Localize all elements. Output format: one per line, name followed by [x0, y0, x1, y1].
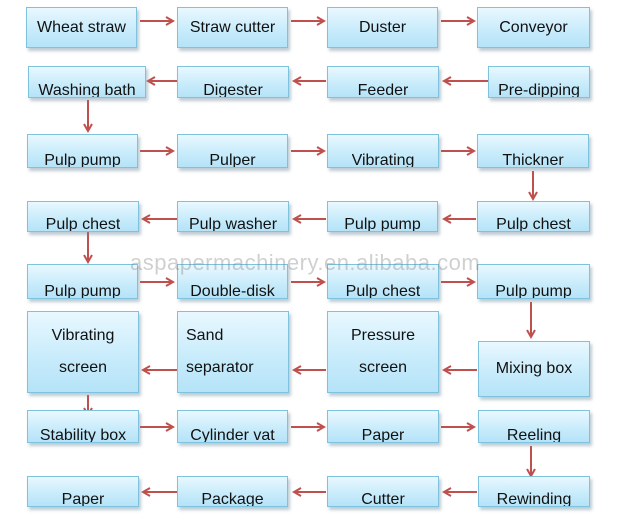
step-pulp-chest-2: Pulp chest [477, 201, 590, 232]
step-label: Mixing box [495, 360, 573, 377]
step-label: Feeder [357, 83, 409, 97]
step-pre-dipping: Pre-dipping [488, 66, 590, 98]
step-paper-1: Paper [327, 410, 439, 443]
step-label: Conveyor [499, 18, 568, 36]
step-label-line2: separator [186, 359, 254, 376]
step-conveyor: Conveyor [477, 7, 590, 48]
step-label: Digester [203, 83, 263, 97]
step-stability-box: Stability box [27, 410, 139, 443]
step-label: Pulp chest [345, 284, 421, 298]
step-wheat-straw: Wheat straw [26, 7, 137, 48]
step-label-line2: screen [58, 359, 108, 376]
step-pulp-pump-2: Pulp pump [327, 201, 438, 232]
step-label: Stability box [39, 428, 127, 442]
step-label: Pre-dipping [498, 83, 580, 97]
step-label: Thickner [502, 153, 564, 167]
step-label: Pulp pump [344, 217, 421, 231]
step-label-line1: Pressure [350, 327, 416, 344]
step-pulp-chest-1: Pulp chest [27, 201, 139, 232]
step-double-disk: Double-disk [177, 264, 288, 299]
step-pulp-pump-4: Pulp pump [477, 264, 590, 299]
step-label: Pulp pump [44, 153, 121, 167]
step-pulp-washer: Pulp washer [177, 201, 289, 232]
step-label-line1: Sand [186, 327, 224, 344]
step-sand-separator: Sand separator [177, 311, 289, 393]
step-package: Package [177, 476, 288, 507]
step-thickner: Thickner [477, 134, 589, 168]
step-label-line1: Vibrating [51, 327, 115, 344]
step-cylinder-vat: Cylinder vat [177, 410, 288, 443]
step-paper-2: Paper [27, 476, 139, 507]
step-vibrating: Vibrating [327, 134, 439, 168]
step-label: Vibrating [351, 153, 415, 167]
step-pulp-pump-3: Pulp pump [27, 264, 138, 299]
step-label: Pulp pump [44, 284, 121, 298]
step-label: Double-disk [190, 284, 275, 298]
step-mixing-box: Mixing box [478, 341, 590, 397]
step-label: Cylinder vat [190, 428, 275, 442]
step-label: Wheat straw [37, 18, 126, 36]
step-pulper: Pulper [177, 134, 288, 168]
step-rewinding: Rewinding [478, 476, 590, 507]
step-digester: Digester [177, 66, 289, 98]
step-pulp-pump-1: Pulp pump [27, 134, 138, 168]
step-label: Reeling [506, 428, 562, 442]
step-label: Rewinding [496, 492, 572, 506]
step-label: Pulp washer [188, 217, 278, 231]
step-washing-bath: Washing bath [28, 66, 146, 98]
step-duster: Duster [327, 7, 438, 48]
step-label: Paper [61, 492, 105, 506]
step-straw-cutter: Straw cutter [177, 7, 288, 48]
step-label: Cutter [361, 492, 405, 506]
step-pressure-screen: Pressure screen [327, 311, 439, 393]
step-label: Pulp pump [495, 284, 572, 298]
step-label: Straw cutter [189, 18, 276, 36]
step-label: Pulp chest [496, 217, 571, 231]
step-label: Paper [361, 428, 405, 442]
step-label: Duster [358, 18, 407, 36]
step-label: Washing bath [38, 83, 136, 97]
step-label: Pulper [209, 153, 256, 167]
step-feeder: Feeder [327, 66, 439, 98]
step-label-line2: screen [358, 359, 408, 376]
step-label: Pulp chest [45, 217, 121, 231]
step-vibrating-screen: Vibrating screen [27, 311, 139, 393]
step-reeling: Reeling [478, 410, 590, 443]
step-label: Package [201, 492, 264, 506]
step-cutter: Cutter [327, 476, 439, 507]
watermark: aspapermachinery.en.alibaba.com [130, 250, 481, 275]
step-pulp-chest-3: Pulp chest [327, 264, 439, 299]
